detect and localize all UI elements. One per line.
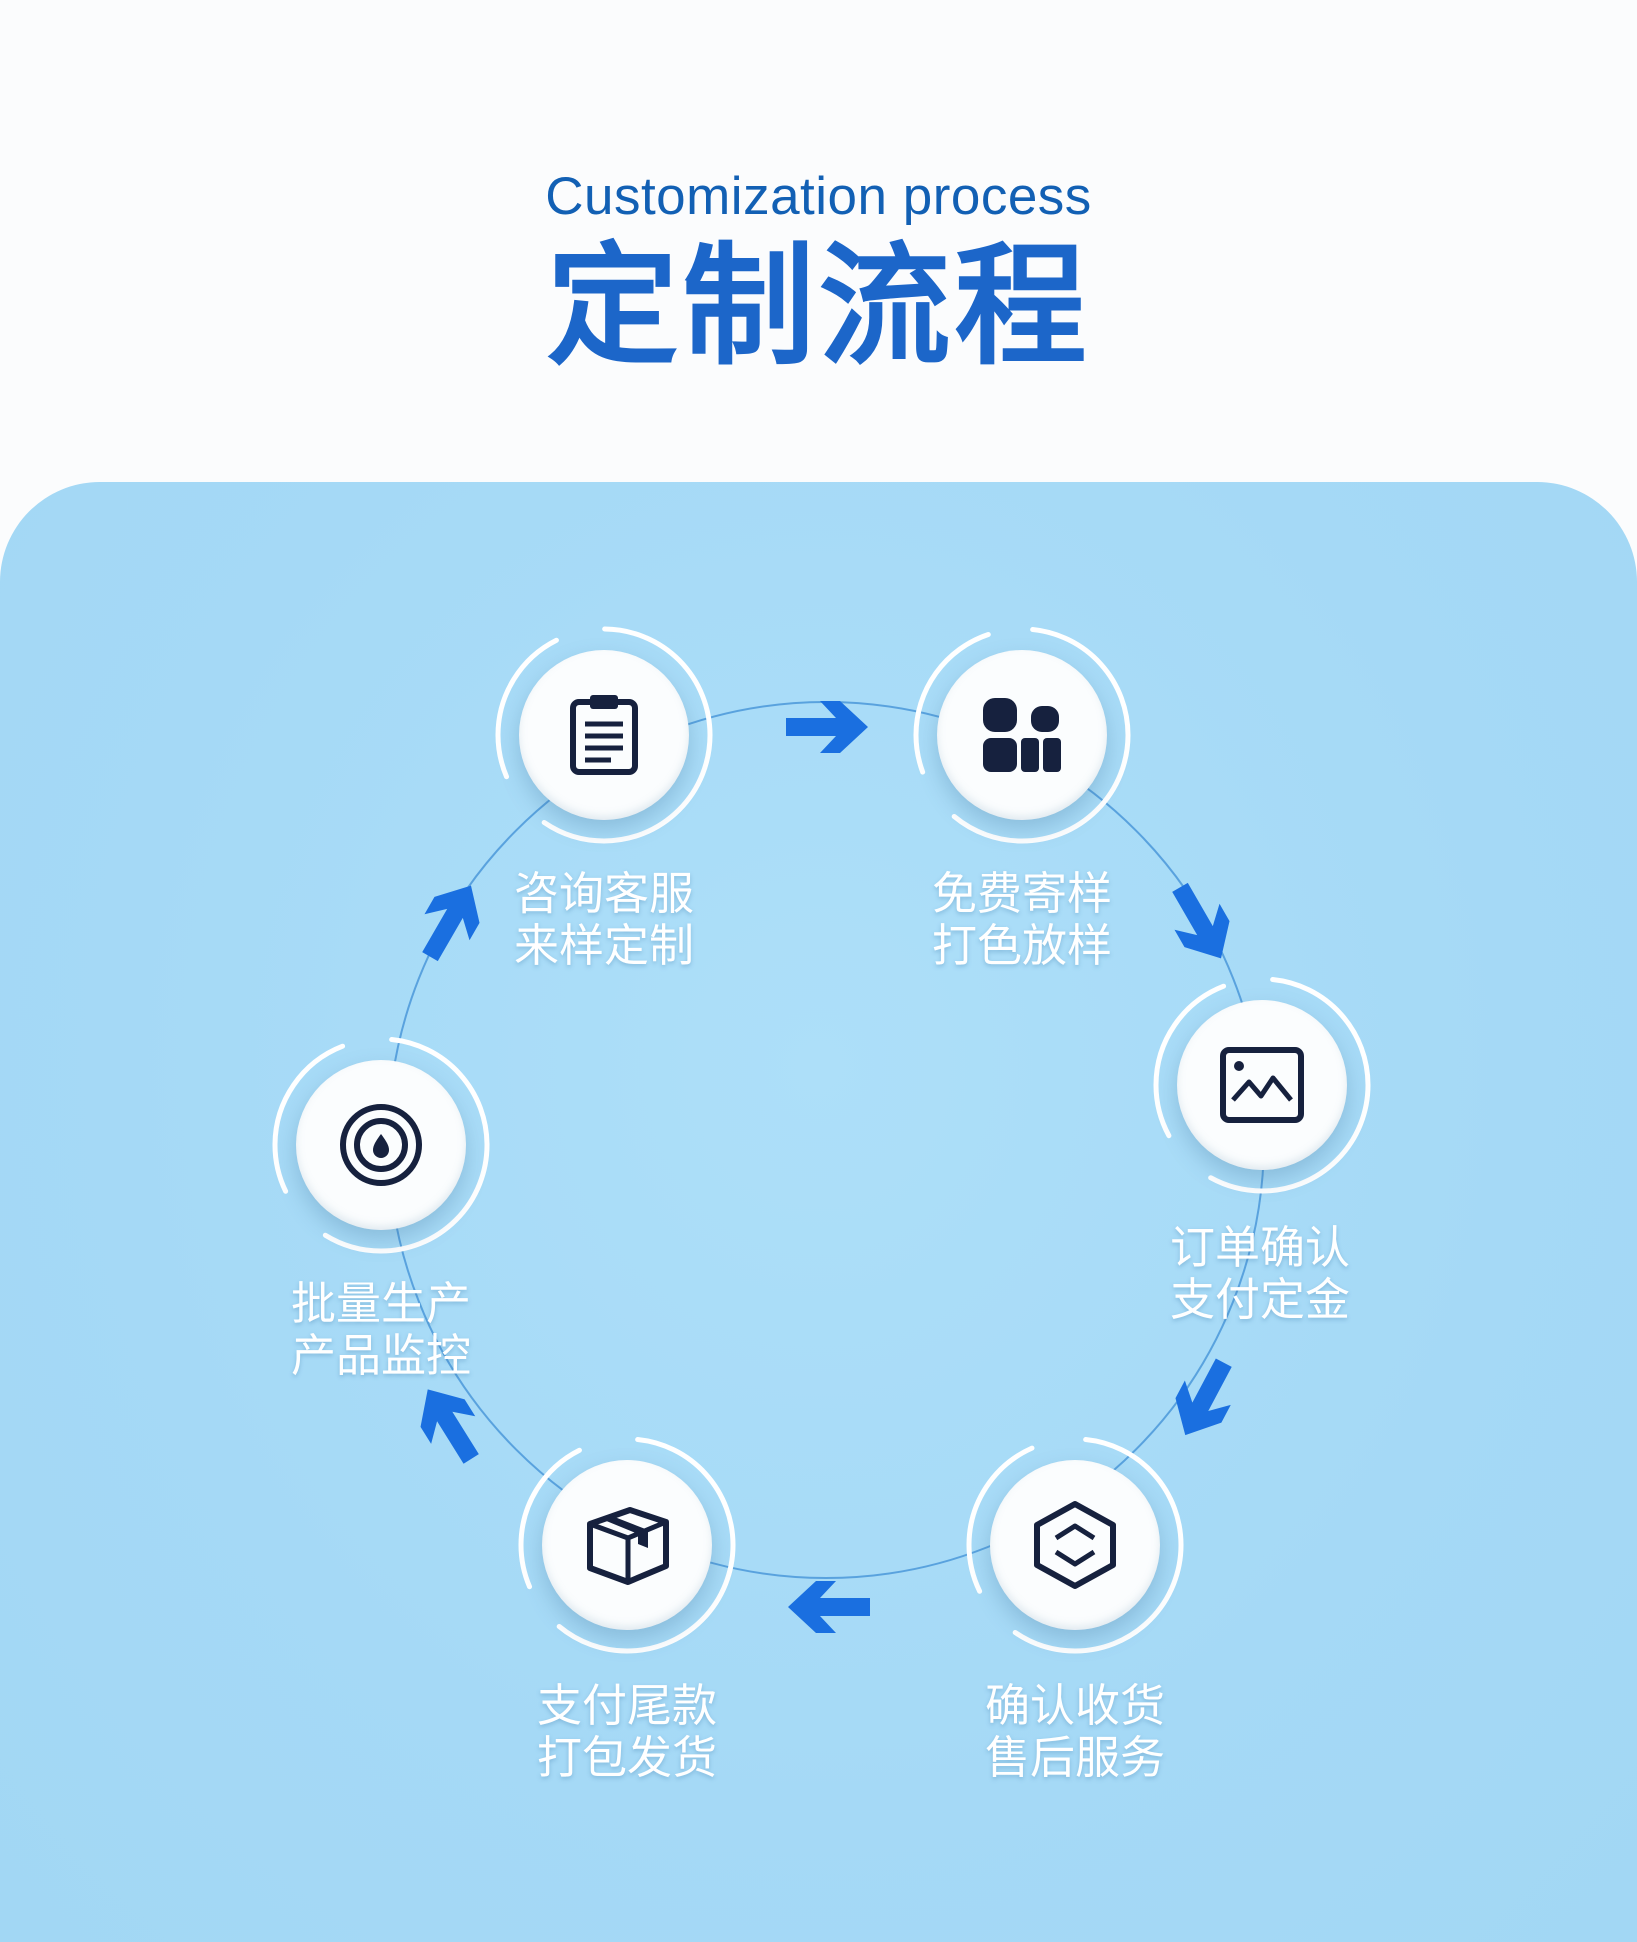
step-label-ship: 支付尾款 打包发货 <box>497 1680 757 1784</box>
step-label-line2: 打色放样 <box>931 919 1112 972</box>
step-node-produce <box>296 1060 466 1230</box>
step-label-order: 订单确认 支付定金 <box>1130 1222 1390 1326</box>
box-icon <box>587 1507 669 1585</box>
target-icon <box>340 1104 422 1186</box>
arrow-down-left <box>1175 1358 1232 1436</box>
clipboard-icon <box>570 695 638 775</box>
step-node-sample <box>937 650 1107 820</box>
step-label-sample: 免费寄样 打色放样 <box>892 868 1152 972</box>
image-icon <box>1220 1047 1304 1123</box>
arrow-up-left <box>420 1389 479 1464</box>
step-label-line1: 订单确认 <box>1169 1221 1350 1274</box>
step-label-line1: 咨询客服 <box>513 867 694 920</box>
step-label-line2: 来样定制 <box>513 919 694 972</box>
step-node-ship <box>542 1460 712 1630</box>
node-rings <box>272 626 1371 1654</box>
page-header: Customization process 定制流程 <box>0 0 1637 480</box>
cycle-path <box>387 701 1265 1579</box>
step-label-produce: 批量生产 产品监控 <box>251 1278 511 1382</box>
step-label-line2: 打包发货 <box>536 1731 717 1784</box>
hexagon-icon <box>1034 1501 1116 1589</box>
step-node-order <box>1177 1000 1347 1170</box>
step-node-consult <box>519 650 689 820</box>
blocks-icon <box>983 698 1061 772</box>
step-label-line1: 批量生产 <box>290 1277 471 1330</box>
step-label-line1: 支付尾款 <box>536 1679 717 1732</box>
page-title: 定制流程 <box>546 230 1091 384</box>
step-node-receive <box>990 1460 1160 1630</box>
page-subtitle: Customization process <box>545 167 1092 226</box>
step-label-line1: 确认收货 <box>984 1679 1165 1732</box>
step-label-consult: 咨询客服 来样定制 <box>474 868 734 972</box>
arrow-right-1 <box>786 701 868 753</box>
step-label-line2: 产品监控 <box>290 1329 471 1382</box>
arrow-left <box>788 1581 870 1633</box>
step-label-line2: 支付定金 <box>1169 1273 1350 1326</box>
arrow-up-right <box>422 885 480 962</box>
arrow-down-right <box>1172 882 1230 959</box>
step-label-line1: 免费寄样 <box>931 867 1112 920</box>
step-label-line2: 售后服务 <box>984 1731 1165 1784</box>
step-label-receive: 确认收货 售后服务 <box>945 1680 1205 1784</box>
